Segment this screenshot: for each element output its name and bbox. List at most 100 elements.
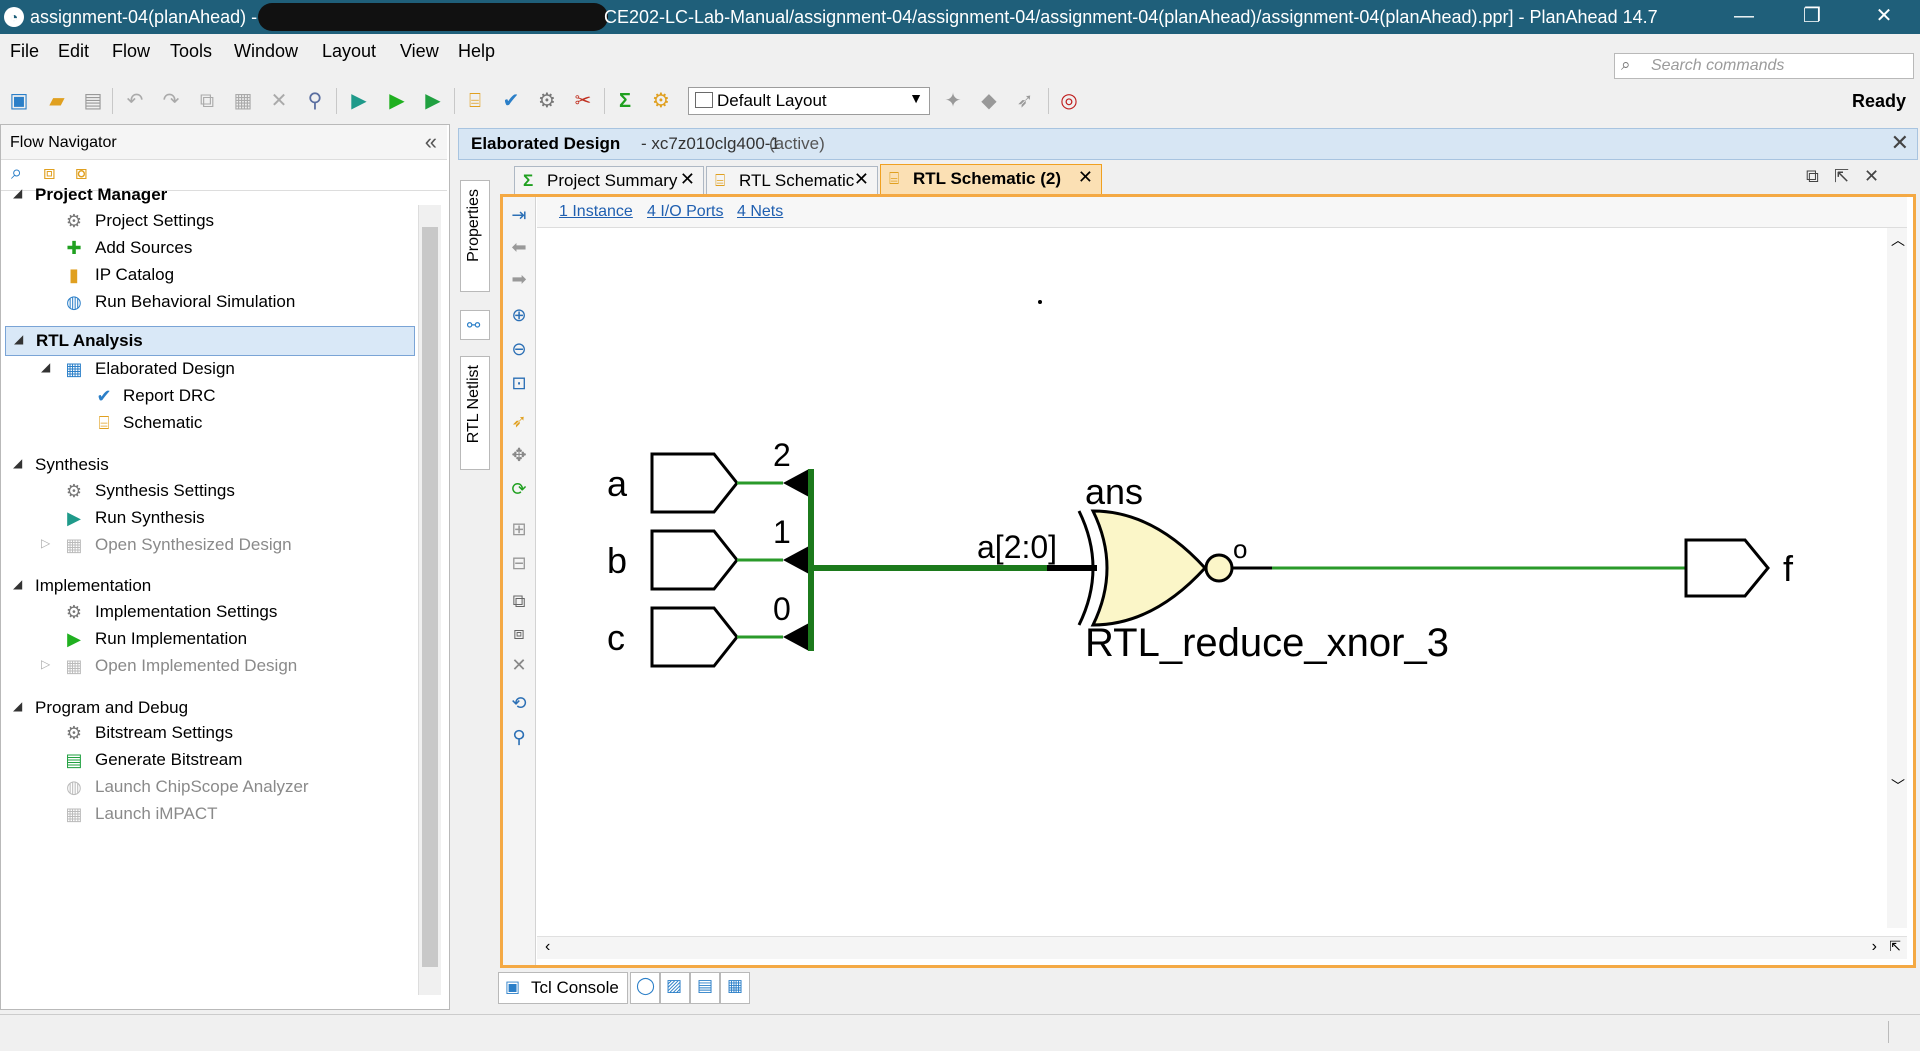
remove-cell-icon[interactable]: ⧈ — [513, 623, 525, 643]
input-port-c[interactable]: c — [607, 606, 739, 668]
collapse-icon[interactable]: ⊟ — [511, 553, 527, 573]
expand-triangle-icon[interactable]: ◢ — [13, 186, 23, 200]
minimize-button[interactable]: — — [1734, 5, 1754, 27]
expand-triangle-icon[interactable]: ◢ — [13, 456, 23, 470]
section-rtl-analysis[interactable]: ◢ RTL Analysis — [5, 326, 415, 356]
tools-icon[interactable]: ✂ — [574, 90, 592, 112]
section-program-and-debug[interactable]: ◢ Program and Debug — [1, 694, 413, 722]
schematic-svg[interactable]: a b c 2 1 0 a — [537, 228, 1887, 937]
open-project-icon[interactable]: ▰ — [49, 90, 65, 112]
nav-item-run-behavioral-simulation[interactable]: ◍ Run Behavioral Simulation — [1, 288, 413, 316]
settings-gear-icon[interactable]: ⚙ — [538, 90, 556, 112]
tab-log[interactable]: ▨ — [660, 972, 690, 1004]
project-settings-icon[interactable]: ⚙ — [652, 90, 670, 112]
pin-icon[interactable]: ✦ — [944, 90, 962, 112]
resize-corner-icon[interactable]: ⇱ — [1889, 938, 1901, 954]
redo-icon[interactable]: ↷ — [162, 90, 180, 112]
nav-item-open-implemented-design[interactable]: ▷ ▦ Open Implemented Design — [1, 652, 413, 680]
select-icon[interactable]: ➶ — [511, 411, 527, 431]
tab-design-runs[interactable]: ▦ — [720, 972, 750, 1004]
canvas-horizontal-scrollbar[interactable]: ‹ › ⇱ — [537, 936, 1907, 959]
run-program-icon[interactable]: ▶ — [351, 90, 367, 112]
nav-item-synthesis-settings[interactable]: ⚙ Synthesis Settings — [1, 477, 413, 505]
route-icon[interactable]: ◆ — [981, 90, 997, 112]
save-icon[interactable]: ▤ — [83, 90, 103, 112]
expand-triangle-icon[interactable]: ◢ — [41, 360, 51, 374]
nav-item-elaborated-design[interactable]: ◢ ▦ Elaborated Design — [1, 355, 413, 383]
expand-icon[interactable]: ⊞ — [511, 519, 527, 539]
tab-messages[interactable]: ◯ — [630, 972, 660, 1004]
menu-file[interactable]: File — [10, 41, 40, 61]
regenerate-icon[interactable]: ⟳ — [511, 479, 527, 499]
search-icon[interactable]: ⌕ — [11, 162, 23, 184]
close-window-button[interactable]: ✕ — [1875, 5, 1893, 27]
schematic-icon[interactable]: ⌸ — [469, 90, 481, 112]
scroll-left-icon[interactable]: ‹ — [545, 938, 551, 955]
nav-item-schematic[interactable]: ⌸ Schematic — [1, 409, 413, 437]
close-panel-icon[interactable]: ✕ — [1864, 166, 1880, 186]
sigma-icon[interactable]: Σ — [618, 90, 631, 112]
link-io-ports[interactable]: 4 I/O Ports — [647, 203, 724, 220]
menu-window[interactable]: Window — [234, 41, 299, 61]
delete-icon[interactable]: ✕ — [270, 90, 288, 112]
nav-item-ip-catalog[interactable]: ▮ IP Catalog — [1, 261, 413, 289]
search-commands-input[interactable]: ⌕ Search commands — [1614, 53, 1914, 79]
input-port-a[interactable]: a — [607, 452, 739, 514]
expand-all-icon[interactable]: ⧇ — [75, 162, 88, 184]
expand-triangle-icon[interactable]: ◢ — [13, 577, 23, 591]
tab-properties[interactable]: Properties — [460, 180, 490, 292]
copy-icon[interactable]: ⧉ — [199, 90, 215, 112]
run-icon[interactable]: ▶ — [389, 90, 405, 112]
tab-reports[interactable]: ▤ — [690, 972, 720, 1004]
section-project-manager[interactable]: ◢ Project Manager — [1, 181, 413, 209]
move-icon[interactable]: ✥ — [511, 445, 527, 465]
scroll-down-icon[interactable]: ﹀ — [1891, 778, 1905, 794]
refresh-icon[interactable]: ⟲ — [511, 693, 527, 713]
expand-triangle-icon[interactable]: ◢ — [13, 699, 23, 713]
close-tab-icon[interactable]: ✕ — [1077, 167, 1093, 187]
scrollbar-thumb[interactable] — [422, 227, 438, 967]
help-icon[interactable]: ◎ — [1060, 90, 1078, 112]
scroll-right-icon[interactable]: › — [1871, 938, 1877, 955]
xnor-gate[interactable] — [1077, 509, 1234, 627]
nav-item-launch-chipscope-analyzer[interactable]: ◍ Launch ChipScope Analyzer — [1, 773, 413, 801]
run-implementation-icon[interactable]: ▶ — [425, 90, 441, 112]
expand-triangle-icon[interactable]: ▷ — [41, 536, 51, 550]
nav-item-generate-bitstream[interactable]: ▤ Generate Bitstream — [1, 746, 413, 774]
restore-button[interactable]: ❐ — [1803, 5, 1821, 27]
nav-item-implementation-settings[interactable]: ⚙ Implementation Settings — [1, 598, 413, 626]
menu-help[interactable]: Help — [458, 41, 496, 61]
float-panel-icon[interactable]: ⇱ — [1834, 166, 1850, 186]
undo-icon[interactable]: ↶ — [126, 90, 144, 112]
link-instances[interactable]: 1 Instance — [559, 203, 633, 220]
close-tab-icon[interactable]: ✕ — [853, 169, 869, 189]
collapse-all-icon[interactable]: ⧈ — [43, 162, 56, 184]
restore-panel-icon[interactable]: ⧉ — [1806, 166, 1819, 186]
check-icon[interactable]: ✔ — [502, 90, 520, 112]
menu-edit[interactable]: Edit — [58, 41, 90, 61]
schematic-canvas[interactable]: a b c 2 1 0 a — [537, 228, 1907, 959]
nav-item-report-drc[interactable]: ✔ Report DRC — [1, 382, 413, 410]
link-nets[interactable]: 4 Nets — [737, 203, 784, 220]
tab-rtl-netlist[interactable]: RTL Netlist — [460, 356, 490, 470]
add-cell-icon[interactable]: ⧉ — [512, 591, 526, 611]
new-project-icon[interactable]: ▣ — [9, 90, 29, 112]
zoom-fit-icon[interactable]: ⊡ — [511, 373, 527, 393]
nav-item-launch-impact[interactable]: ▦ Launch iMPACT — [1, 800, 413, 828]
nav-item-add-sources[interactable]: ✚ Add Sources — [1, 234, 413, 262]
forward-arrow-icon[interactable]: ➡ — [511, 269, 527, 289]
close-icon[interactable]: ✕ — [1890, 130, 1909, 155]
navigator-scrollbar[interactable] — [418, 205, 441, 995]
nav-item-bitstream-settings[interactable]: ⚙ Bitstream Settings — [1, 719, 413, 747]
paste-icon[interactable]: ▦ — [233, 90, 253, 112]
tab-rtl-schematic[interactable]: ⌸ RTL Schematic ✕ — [706, 166, 878, 196]
layout-dropdown[interactable]: Default Layout ▼ — [688, 87, 930, 115]
menu-view[interactable]: View — [400, 41, 439, 61]
tab-rtl-schematic-2[interactable]: ⌸ RTL Schematic (2) ✕ — [880, 164, 1102, 196]
tab-project-summary[interactable]: Σ Project Summary ✕ — [514, 166, 704, 196]
tab-tcl-console[interactable]: ▣ Tcl Console — [498, 972, 628, 1004]
expand-triangle-icon[interactable]: ▷ — [41, 657, 51, 671]
input-port-b[interactable]: b — [607, 529, 739, 591]
nav-item-run-synthesis[interactable]: ▶ Run Synthesis — [1, 504, 413, 532]
binoculars-icon[interactable]: ⚲ — [307, 90, 323, 112]
